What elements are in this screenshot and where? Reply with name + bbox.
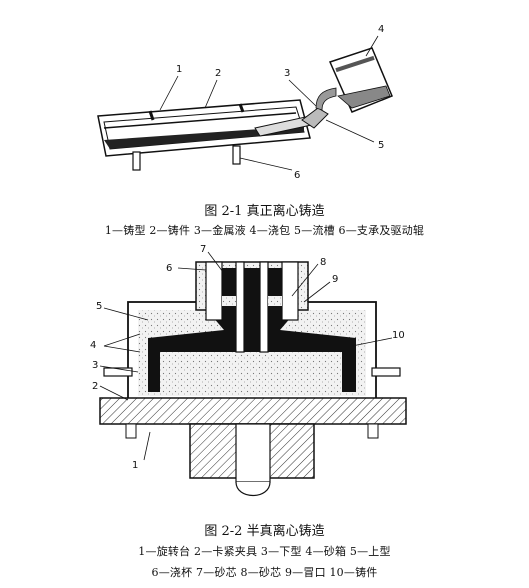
figure2-legend-line1: 1—旋转台 2—卡紧夹具 3—下型 4—砂箱 5—上型 <box>138 545 391 558</box>
callout-5: 5 <box>378 140 384 151</box>
casting <box>148 268 356 392</box>
callout-3: 3 <box>92 360 98 371</box>
molten-metal <box>315 87 337 111</box>
casting <box>103 112 304 149</box>
support-rollers <box>132 145 241 171</box>
callout-4: 4 <box>378 24 384 35</box>
callout-3: 3 <box>284 68 290 79</box>
sand-cores <box>205 261 299 353</box>
clamping-fixtures <box>103 367 401 439</box>
figure-semi-true-centrifugal-casting: 6 7 8 9 5 4 3 2 10 1 <box>90 244 407 496</box>
callout-2: 2 <box>92 381 98 392</box>
callout-8: 8 <box>320 257 326 268</box>
callout-6: 6 <box>166 263 172 274</box>
callout-10: 10 <box>392 330 405 341</box>
callout-1: 1 <box>176 64 182 75</box>
callout-9: 9 <box>332 274 338 285</box>
callout-5: 5 <box>96 301 102 312</box>
rotary-table <box>99 397 407 496</box>
callout-1: 1 <box>132 460 138 471</box>
callout-6: 6 <box>294 170 300 181</box>
figure1-legend: 1—铸型 2—铸件 3—金属液 4—浇包 5—流槽 6—支承及驱动辊 <box>104 224 425 237</box>
figure1-caption: 图 2-1 真正离心铸造 <box>204 204 325 219</box>
callout-2: 2 <box>215 68 221 79</box>
callout-7: 7 <box>200 244 206 255</box>
pouring-trough <box>254 107 329 137</box>
callout-4: 4 <box>90 340 96 351</box>
figure-true-centrifugal-casting: 1 2 3 4 5 6 <box>97 24 393 181</box>
figure2-legend-line2: 6—浇杯 7—砂芯 8—砂芯 9—冒口 10—铸件 <box>151 566 378 579</box>
figure2-caption: 图 2-2 半真离心铸造 <box>204 524 325 539</box>
ladle <box>328 47 393 113</box>
